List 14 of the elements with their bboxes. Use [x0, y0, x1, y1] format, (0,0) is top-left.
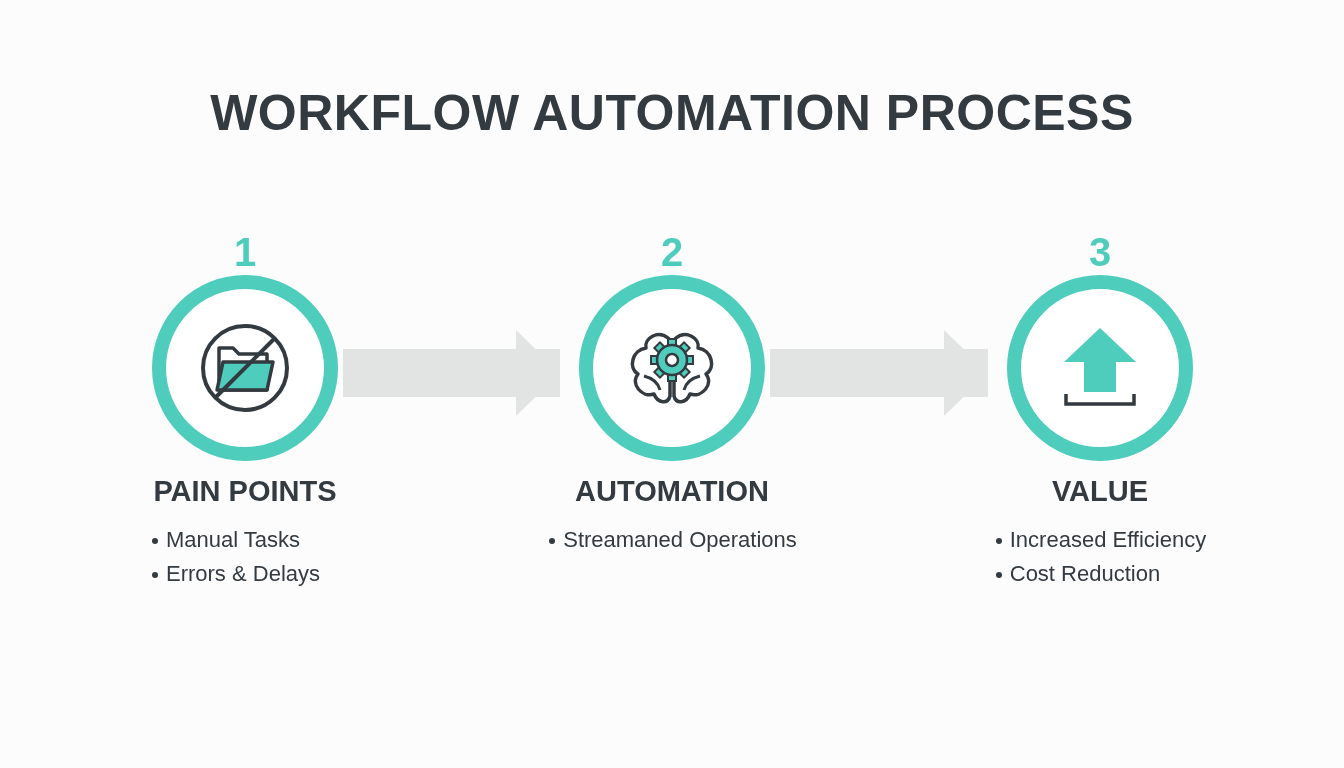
bullet-item: Cost Reduction	[993, 557, 1207, 591]
bullet-item: Errors & Delays	[149, 557, 320, 591]
bullet-item: Streamaned Operations	[547, 523, 797, 557]
step-heading: AUTOMATION	[574, 475, 770, 508]
title: WORKFLOW AUTOMATION PROCESS	[209, 84, 1135, 142]
step-heading: VALUE	[1050, 475, 1150, 508]
step-number: 1	[232, 229, 258, 275]
bullet-item: Manual Tasks	[149, 523, 320, 557]
bullet-item: Increased Efficiency	[993, 523, 1207, 557]
step-heading: PAIN POINTS	[152, 475, 338, 508]
arrow	[770, 330, 988, 416]
step-number: 3	[1087, 229, 1113, 275]
step-number: 2	[659, 229, 685, 275]
arrow	[343, 330, 560, 416]
